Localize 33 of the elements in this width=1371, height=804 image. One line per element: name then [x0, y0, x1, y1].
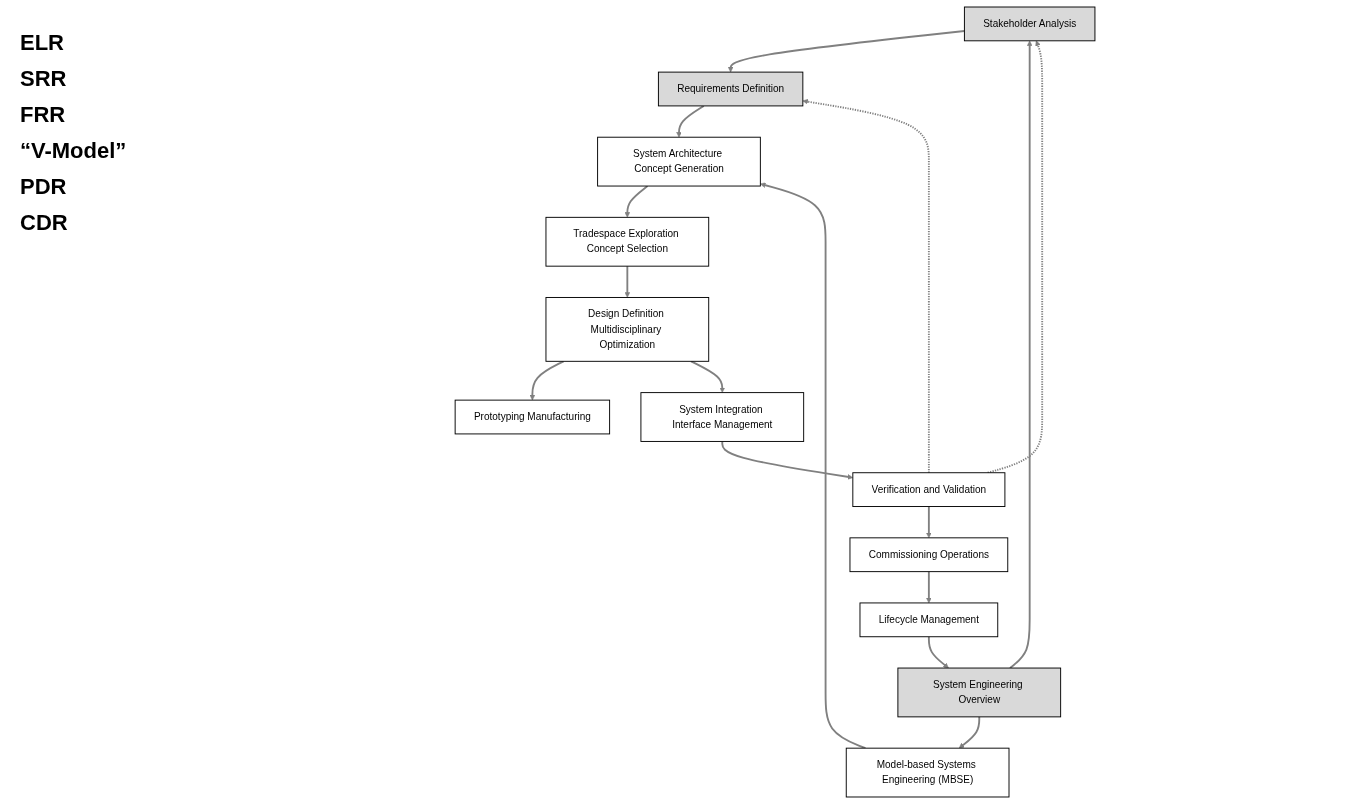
arrow	[625, 185, 649, 218]
arrow	[676, 104, 706, 138]
arrow	[530, 360, 565, 401]
arrow	[987, 40, 1044, 474]
arrow	[728, 30, 966, 73]
node-box: Requirements Definition	[658, 71, 804, 107]
node-box: Lifecycle Management	[859, 602, 999, 638]
arrow	[760, 182, 867, 750]
arrow	[928, 635, 950, 669]
node-box: Model-based Systems Engineering (MBSE)	[846, 747, 1010, 798]
review-label: ELR	[20, 30, 65, 56]
review-label: PDR	[20, 174, 68, 200]
arrow	[803, 98, 931, 474]
arrow	[721, 440, 854, 480]
node-box: Design Definition Multidisciplinary Optimization	[545, 297, 710, 362]
node-box: Verification and Validation	[852, 472, 1006, 507]
arrow	[690, 360, 726, 393]
arrow	[1009, 40, 1033, 669]
arrow	[959, 715, 981, 749]
node-box: System Architecture Concept Generation	[597, 136, 762, 187]
review-label: FRR	[20, 102, 67, 128]
review-label: “V-Model”	[20, 138, 128, 164]
arrow	[926, 570, 933, 604]
arrow	[926, 505, 933, 539]
node-box: Commissioning Operations	[849, 537, 1009, 573]
node-box: Prototyping Manufacturing	[455, 399, 611, 435]
node-box: System Engineering Overview	[897, 667, 1062, 718]
node-box: Stakeholder Analysis	[964, 6, 1096, 42]
arrow	[625, 265, 631, 298]
node-box: Tradespace Exploration Concept Selection	[545, 216, 710, 267]
review-label: CDR	[20, 210, 69, 236]
node-box: System Integration Interface Management	[640, 392, 805, 442]
review-label: SRR	[20, 66, 68, 92]
